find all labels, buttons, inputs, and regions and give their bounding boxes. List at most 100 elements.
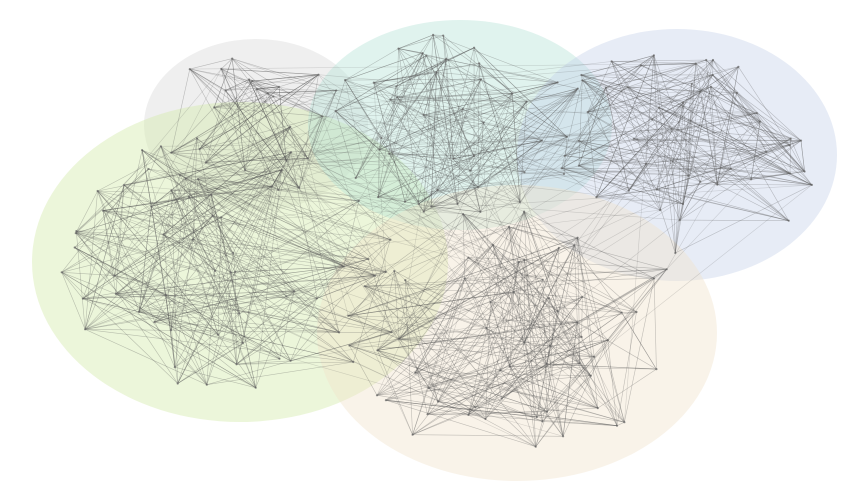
edge-inter-cluster	[82, 298, 564, 437]
node-gray	[243, 169, 247, 172]
edge-peach	[349, 345, 625, 423]
node-peach	[414, 371, 417, 374]
edge-green	[114, 217, 222, 276]
edge-green	[185, 178, 287, 297]
node-green	[196, 178, 200, 181]
edge-teal	[473, 88, 578, 157]
edge-teal	[453, 140, 542, 160]
node-teal	[523, 171, 526, 174]
edge-green	[171, 190, 219, 335]
edge-peach	[577, 237, 625, 423]
node-peach	[606, 339, 610, 342]
edge-green	[212, 215, 234, 254]
edge-blue	[582, 80, 802, 141]
edge-peach	[462, 214, 465, 279]
node-green	[73, 246, 76, 249]
edge-green	[61, 194, 212, 273]
edge-inter-cluster	[307, 58, 447, 159]
edge-blue	[561, 168, 752, 180]
edge-green	[236, 360, 291, 365]
edge-teal	[335, 110, 380, 150]
edge-blue	[611, 61, 628, 88]
node-teal	[417, 202, 421, 205]
edge-peach	[462, 213, 592, 376]
edge-inter-cluster	[286, 160, 684, 205]
edge-inter-cluster	[151, 74, 582, 207]
edge-inter-cluster	[171, 152, 464, 215]
edge-peach	[437, 401, 618, 426]
edge-green	[163, 234, 240, 314]
edge-teal	[512, 93, 521, 203]
node-blue	[788, 144, 791, 147]
edge-inter-cluster	[244, 121, 761, 171]
edge-teal	[426, 55, 475, 157]
node-teal	[430, 205, 433, 208]
edge-teal	[477, 88, 579, 188]
edge-inter-cluster	[294, 63, 696, 292]
edge-green	[115, 293, 219, 335]
edge-teal	[404, 79, 482, 202]
edge-green	[97, 190, 244, 344]
edge-green	[163, 234, 176, 368]
edge-blue	[658, 107, 805, 172]
edge-teal	[480, 93, 513, 212]
edge-green	[177, 298, 318, 384]
node-peach	[580, 335, 583, 339]
edge-green	[84, 186, 273, 330]
edge-green	[188, 196, 234, 254]
edge-gray	[273, 96, 323, 117]
edge-blue	[679, 219, 789, 221]
edge-peach	[524, 342, 548, 412]
edge-blue	[587, 55, 655, 113]
edge-inter-cluster	[336, 90, 653, 120]
edge-green	[234, 271, 237, 365]
node-teal	[565, 135, 569, 138]
edge-inter-cluster	[431, 107, 660, 207]
edge-blue	[651, 107, 660, 120]
edge-gray	[189, 68, 226, 91]
node-green	[390, 331, 393, 334]
node-peach	[462, 213, 465, 216]
node-green	[169, 329, 172, 332]
edge-green	[82, 290, 295, 299]
edge-green	[102, 210, 318, 299]
node-teal	[452, 157, 455, 160]
edge-green	[185, 177, 344, 267]
edge-peach	[508, 226, 618, 426]
edge-green	[123, 184, 291, 362]
edge-teal	[377, 155, 475, 198]
node-peach	[523, 341, 526, 344]
edge-peach	[376, 370, 501, 396]
edge-teal	[436, 72, 558, 83]
edge-blue	[633, 138, 802, 141]
edge-peach	[376, 244, 494, 396]
edge-blue	[587, 111, 701, 182]
edge-inter-cluster	[248, 79, 287, 297]
edge-green	[230, 272, 256, 388]
node-green	[96, 189, 99, 193]
edge-green	[85, 329, 340, 333]
edge-green	[138, 311, 243, 344]
edge-blue	[627, 87, 684, 205]
edge-blue	[564, 80, 583, 156]
edge-teal	[378, 186, 479, 198]
edge-blue	[605, 55, 655, 88]
edge-inter-cluster	[348, 128, 672, 317]
edge-blue	[561, 168, 789, 221]
edge-green	[163, 186, 273, 235]
edge-green	[124, 151, 292, 186]
edge-gray	[199, 80, 253, 150]
edge-blue	[564, 138, 634, 157]
edge-teal	[431, 206, 481, 213]
edge-teal	[344, 48, 399, 81]
edge-green	[75, 146, 162, 234]
edge-blue	[578, 87, 607, 166]
edge-blue	[561, 87, 607, 169]
edge-green	[160, 146, 213, 216]
edge-peach	[535, 269, 667, 447]
node-peach	[348, 344, 351, 347]
edge-peach	[427, 407, 476, 415]
node-blue	[674, 251, 677, 255]
edge-peach	[376, 297, 550, 396]
node-teal	[389, 98, 392, 101]
